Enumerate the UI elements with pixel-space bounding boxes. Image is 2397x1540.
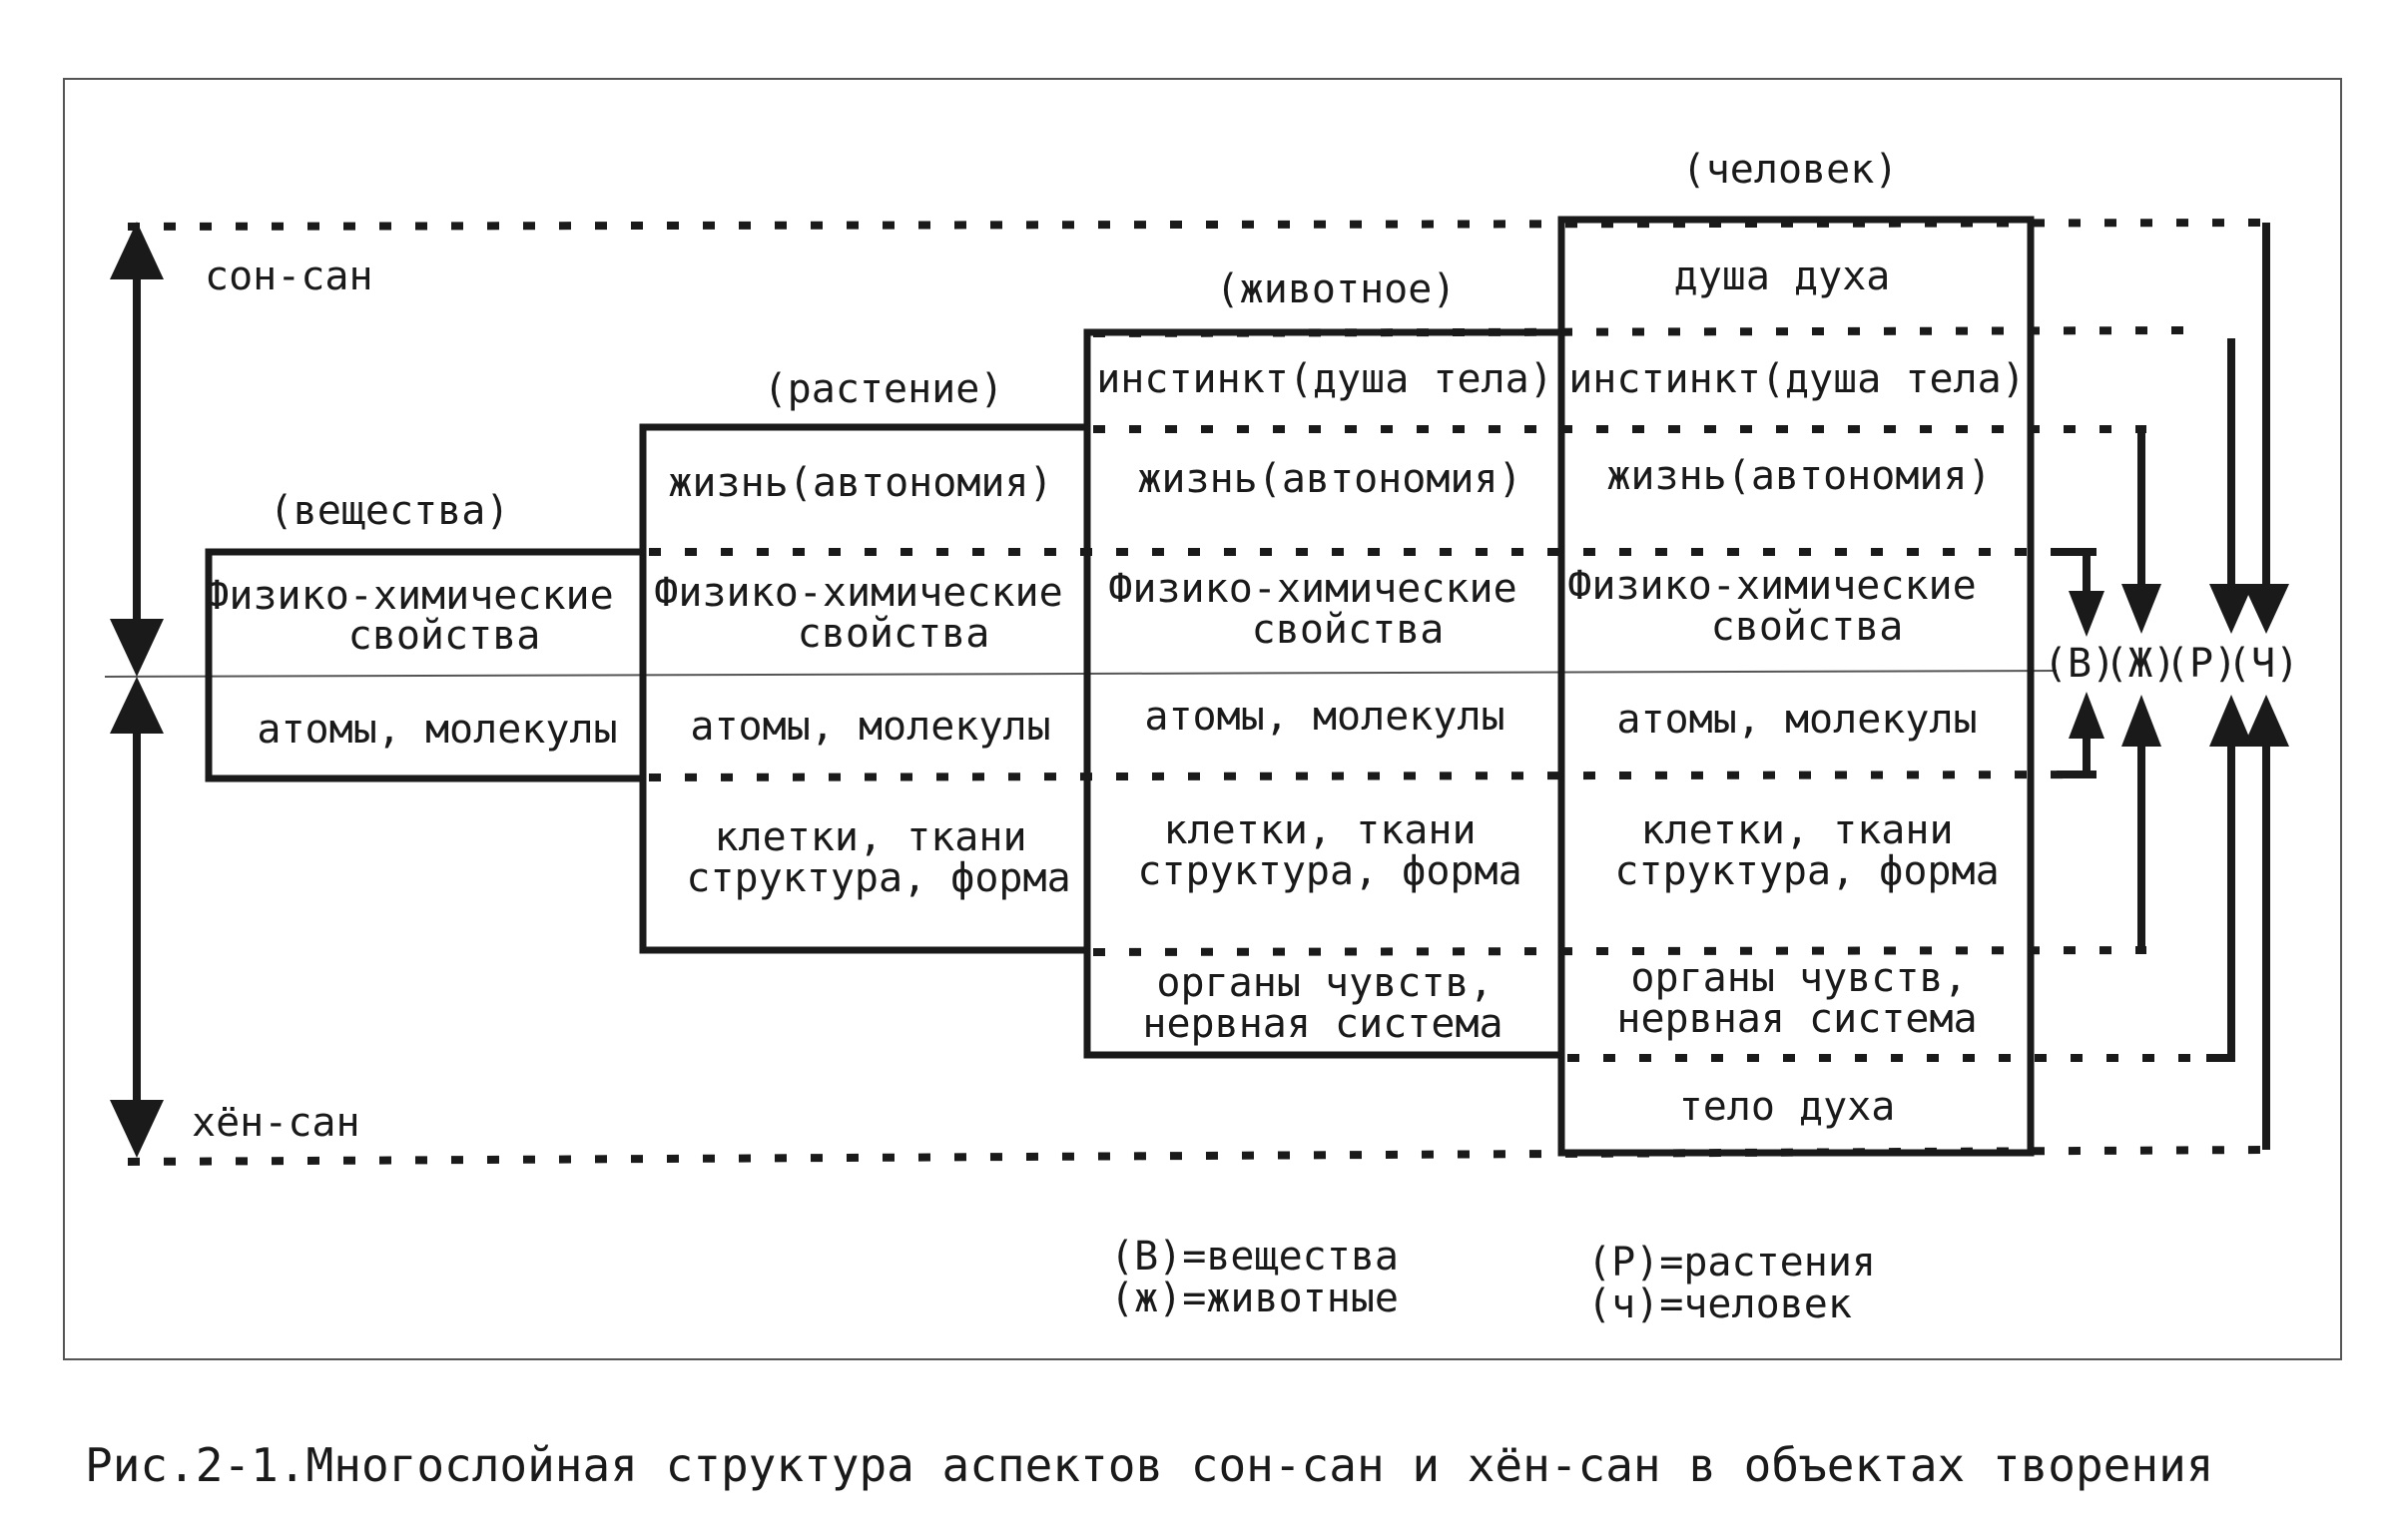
figure-caption: Рис.2-1.Многослойная структура аспектов … [85,1438,2213,1492]
substance-title: (вещества) [270,488,510,534]
animal-layer-properties: свойства [1252,607,1445,653]
animal-layer-instinct: инстинкт(душа тела) [1096,356,1553,402]
marker-arrow-zh [2121,429,2161,950]
substance-layer-atoms: атомы, молекулы [257,707,617,753]
animal-layer-structure: структура, форма [1137,848,1521,894]
marker-v: (В) [2044,641,2115,687]
plant-layer-life: жизнь(автономия) [668,460,1052,506]
animal-layer-sense-organs: органы чувств, [1156,960,1493,1006]
legend-animal: (ж)=животные [1110,1276,1399,1321]
animal-title: (животное) [1216,266,1457,312]
figure-frame [63,78,2342,1360]
substance-layer-properties: свойства [348,613,541,659]
center-axis-line [104,670,2058,678]
animal-layer-nervous-system: нервная система [1142,1001,1502,1047]
human-layer-cells: клетки, ткани [1640,807,1953,853]
legend-substance: (В)=вещества [1110,1234,1399,1280]
human-layer-physico-chemical: Физико-химические [1567,563,1976,609]
plant-layer-properties: свойства [798,611,990,657]
human-box [1557,216,2035,1157]
animal-layer-cells: клетки, ткани [1163,807,1476,853]
human-layer-sense-organs: органы чувств, [1630,955,1967,1001]
plant-layer-atoms: атомы, молекулы [690,704,1050,750]
human-layer-life: жизнь(автономия) [1606,453,1991,499]
hyon-san-label: хён-сан [192,1100,360,1146]
son-san-boundary-line [127,219,2267,231]
legend-human: (ч)=человек [1587,1282,1852,1327]
separator-instinct [1092,326,2187,337]
human-layer-structure: структура, форма [1614,848,1999,894]
hyon-san-arrow [110,677,164,1158]
marker-r: (Р) [2165,641,2237,687]
substance-layer-physico-chemical: Физико-химические [205,573,613,619]
human-layer-instinct: инстинкт(душа тела) [1568,356,2026,402]
animal-layer-physico-chemical: Физико-химические [1108,566,1516,612]
marker-arrow-r [2206,338,2253,1062]
human-layer-body-of-spirit: тело духа [1679,1084,1896,1130]
human-layer-soul-of-spirit: душа духа [1674,254,1891,299]
plant-layer-physico-chemical: Физико-химические [654,570,1062,616]
plant-layer-cells: клетки, ткани [714,814,1026,860]
human-title: (человек) [1682,147,1899,193]
human-layer-atoms: атомы, молекулы [1616,697,1977,743]
marker-ch: (Ч) [2227,641,2299,687]
separator-cells [1092,946,2147,956]
marker-zh: (Ж) [2104,641,2176,687]
animal-layer-life: жизнь(автономия) [1137,456,1521,502]
plant-layer-structure: структура, форма [686,855,1070,901]
human-layer-nervous-system: нервная система [1616,996,1977,1042]
separator-atoms [648,770,2097,781]
legend-plant: (Р)=растения [1587,1240,1876,1285]
human-layer-properties: свойства [1711,604,1904,650]
son-san-arrow [110,222,164,677]
marker-arrow-ch [2243,223,2289,1150]
marker-arrow-v [2057,548,2104,778]
animal-layer-atoms: атомы, молекулы [1144,694,1504,740]
son-san-label: сон-сан [205,254,373,299]
plant-title: (растение) [764,366,1004,412]
